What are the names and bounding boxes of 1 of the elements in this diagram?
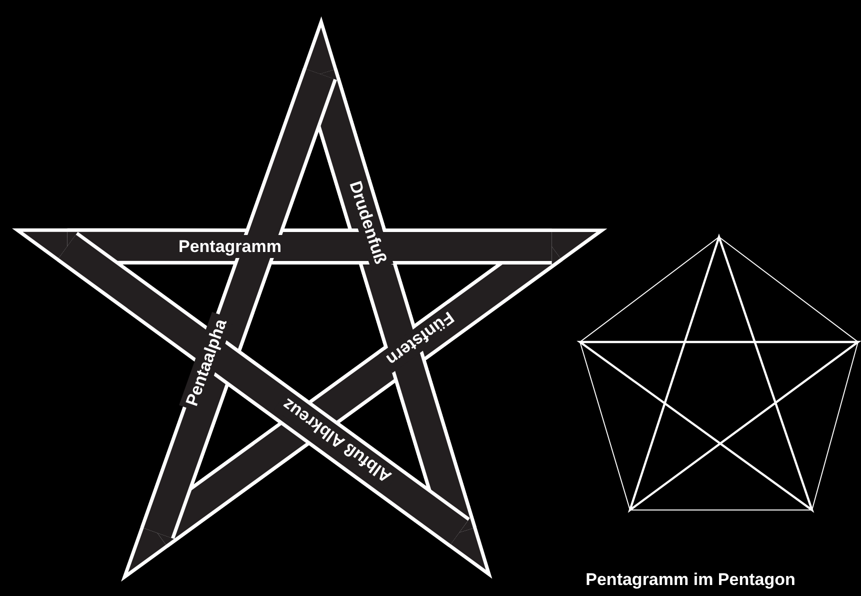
caption: Pentagramm im Pentagon <box>584 570 796 590</box>
